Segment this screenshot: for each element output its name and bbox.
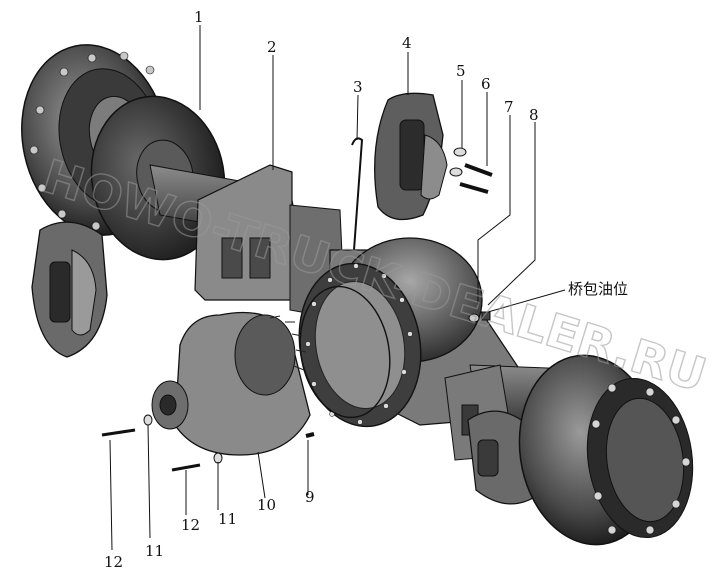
callout-2: 2 [267, 38, 277, 56]
callout-12-right: 12 [181, 516, 200, 534]
oil-level-annotation: 桥包油位 [568, 280, 628, 298]
callout-8: 8 [529, 106, 539, 124]
callout-labels: 1 2 3 4 5 6 7 8 9 10 11 12 11 12 桥包油位 [104, 8, 628, 571]
callout-11-right: 11 [218, 510, 237, 528]
brake-caliper-upper [374, 92, 448, 221]
breather-hose [351, 137, 364, 251]
callout-3: 3 [353, 78, 363, 96]
callout-12-left: 12 [104, 553, 123, 571]
housing-gasket [299, 285, 391, 419]
callout-7: 7 [504, 98, 514, 116]
carrier-studs [101, 414, 315, 472]
brake-caliper-lower [31, 221, 108, 358]
right-wheel-hub [518, 354, 694, 546]
callout-6: 6 [481, 75, 491, 93]
leader-lines [109, 25, 566, 551]
callout-1: 1 [194, 8, 204, 26]
callout-10: 10 [257, 496, 276, 514]
oil-level-plug [468, 311, 491, 323]
callout-5: 5 [456, 62, 466, 80]
differential-carrier [151, 311, 311, 456]
callout-9: 9 [305, 488, 315, 506]
callout-4: 4 [402, 34, 412, 52]
callout-11-left: 11 [145, 542, 164, 560]
washers [449, 147, 467, 177]
bolts [459, 163, 493, 194]
